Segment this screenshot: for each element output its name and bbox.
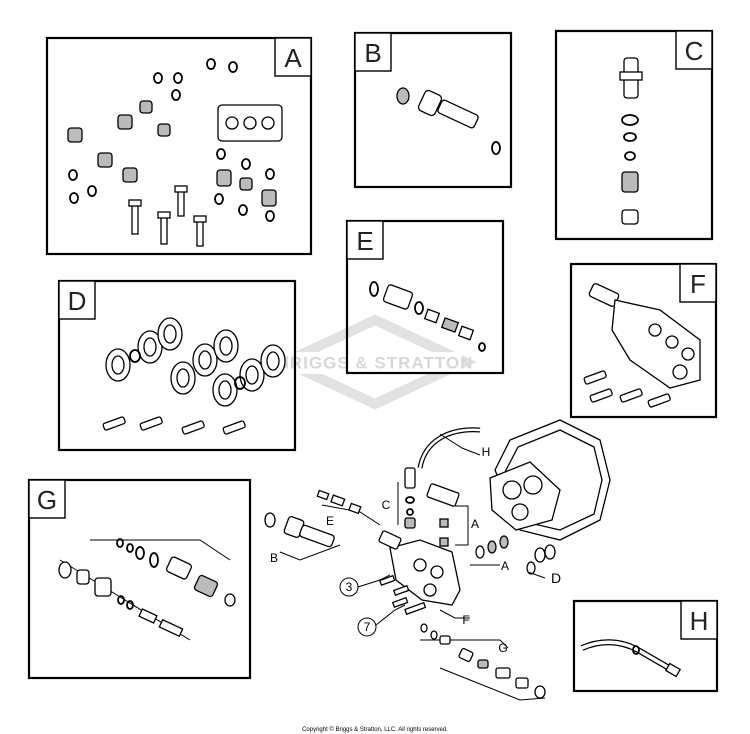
panel-h: H xyxy=(572,599,719,693)
callout-a-upper: A xyxy=(471,517,479,531)
panel-g-tag xyxy=(28,479,66,519)
callout-g: G xyxy=(498,641,507,655)
panel-f: F xyxy=(569,262,718,419)
panel-c-label: C xyxy=(685,36,704,66)
callout-ref-3: 3 xyxy=(346,580,353,594)
callout-f: F xyxy=(462,613,469,627)
panel-b: B xyxy=(353,31,513,189)
panel-g: G xyxy=(27,478,252,680)
panel-b-tag xyxy=(354,32,392,72)
watermark: BRIGGS & STRATTON xyxy=(273,314,477,410)
panel-f-label: F xyxy=(690,269,706,299)
callout-b: B xyxy=(270,551,278,565)
callout-a-lower: A xyxy=(501,559,509,573)
panel-a: A xyxy=(45,36,313,256)
watermark-text: BRIGGS & STRATTON xyxy=(277,354,474,373)
callout-h: H xyxy=(482,445,491,459)
main-assembly: H E B C xyxy=(264,419,611,701)
callout-e: E xyxy=(326,514,334,528)
panel-d-tag xyxy=(58,280,96,320)
panel-e-label: E xyxy=(356,226,373,256)
panel-h-label: H xyxy=(690,606,709,636)
copyright-notice: Copyright © Briggs & Stratton, LLC. All … xyxy=(302,726,448,733)
panel-e: E xyxy=(345,219,505,375)
callout-ref-7: 7 xyxy=(364,620,371,634)
panel-b-label: B xyxy=(364,38,381,68)
panel-d: D xyxy=(57,279,297,452)
panel-c: C xyxy=(554,29,714,241)
panel-a-tag xyxy=(274,37,312,77)
panel-f-tag xyxy=(679,263,717,303)
callout-c: C xyxy=(382,498,391,512)
panel-c-tag xyxy=(675,30,713,70)
panel-h-tag xyxy=(680,600,718,640)
panel-g-label: G xyxy=(37,485,57,515)
panel-a-label: A xyxy=(284,43,302,73)
panel-d-label: D xyxy=(68,286,87,316)
panel-e-tag xyxy=(346,220,384,260)
callout-d: D xyxy=(551,570,561,586)
